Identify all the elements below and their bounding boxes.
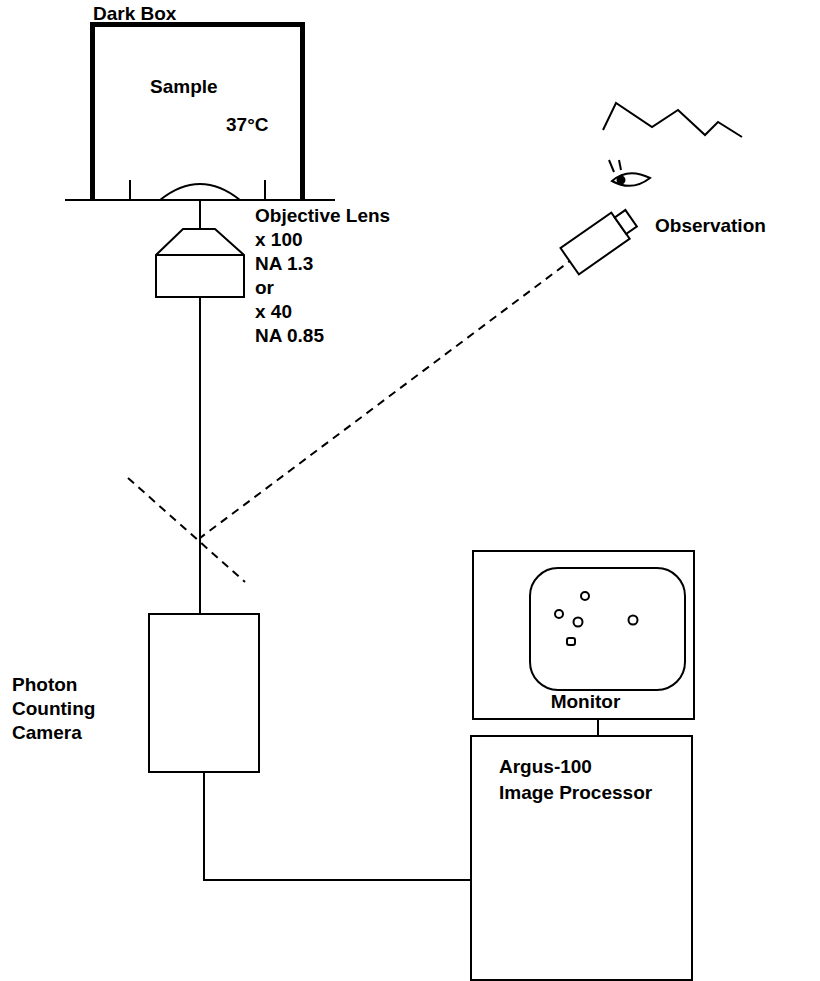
monitor-cable — [597, 720, 599, 735]
sample-holder-tick — [264, 180, 266, 200]
photon-spot — [574, 618, 583, 627]
objective-lens: Objective Lensx 100NA 1.3orx 40NA 0.85 — [155, 228, 245, 298]
dark-box: Dark BoxSample37°C — [90, 22, 305, 200]
objective-lens-outline — [155, 228, 245, 298]
eye — [612, 173, 650, 186]
monitor: Monitor — [472, 550, 695, 720]
lens-body — [156, 229, 244, 297]
observation-path — [200, 261, 570, 538]
signal-cable — [204, 773, 470, 880]
node-label: Observation — [655, 214, 766, 238]
eyelash — [619, 160, 621, 170]
observer-hair — [603, 103, 742, 137]
optical-path — [199, 200, 201, 228]
node-label: Objective Lens — [255, 204, 390, 228]
node-label: Monitor — [551, 690, 621, 714]
node-text: Image Processor — [499, 781, 652, 805]
node-text: or — [255, 276, 274, 300]
node-text: 37°C — [226, 113, 268, 137]
eye-pupil — [618, 177, 625, 184]
monitor-screen — [530, 568, 685, 690]
photon-spot — [567, 638, 575, 645]
node-text: NA 0.85 — [255, 324, 324, 348]
lens-shoulder — [156, 254, 244, 256]
node-text: Sample — [150, 75, 218, 99]
photon-counting-camera: Photon Counting Camera — [148, 613, 260, 773]
sample-drop — [160, 184, 240, 200]
photon-spot — [581, 592, 589, 600]
node-text: x 40 — [255, 300, 292, 324]
node-label: Photon Counting Camera — [12, 673, 95, 745]
eyelash — [609, 160, 614, 172]
photon-spot — [555, 610, 563, 618]
beam-splitter — [128, 478, 245, 582]
node-text: x 100 — [255, 228, 303, 252]
image-processor: Argus-100Image Processor — [470, 735, 693, 981]
node-text: NA 1.3 — [255, 252, 313, 276]
node-label: Argus-100 — [499, 755, 592, 779]
sample-holder-tick — [129, 180, 131, 200]
eyepiece-outline — [555, 200, 645, 280]
photon-spot — [629, 616, 638, 625]
node-label: Dark Box — [93, 2, 176, 26]
eyepiece: Observation — [555, 200, 645, 280]
eyepiece-cup — [615, 210, 637, 234]
